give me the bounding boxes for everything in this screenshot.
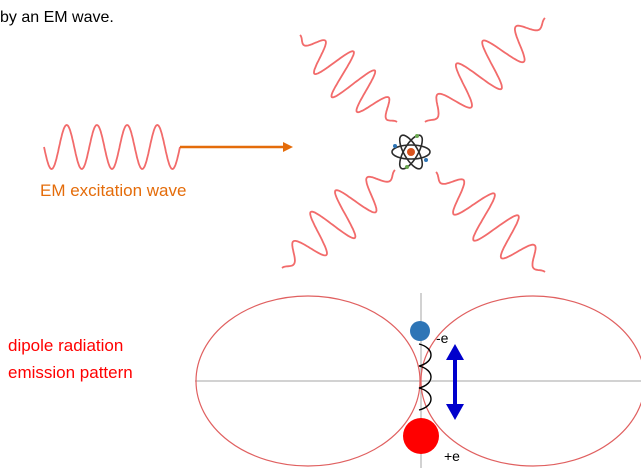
positive-charge-label: +e xyxy=(444,448,460,464)
spring xyxy=(418,343,432,411)
emitted-wave-upper-right xyxy=(424,17,546,123)
atom-icon xyxy=(391,134,431,170)
emitted-wave-upper-left xyxy=(299,34,398,123)
negative-charge xyxy=(410,321,430,341)
emission-lobe-left xyxy=(195,295,421,467)
excitation-label: EM excitation wave xyxy=(40,181,186,200)
excitation-wave xyxy=(43,124,181,170)
emission-lobe-right xyxy=(420,295,641,467)
positive-charge xyxy=(403,418,439,454)
dipole-oscillation-arrow xyxy=(446,344,464,420)
top-caption: by an EM wave. xyxy=(0,9,114,26)
emitted-wave-lower-left xyxy=(281,169,396,269)
negative-charge-label: -e xyxy=(436,330,449,346)
emitted-wave-lower-right xyxy=(435,171,546,273)
pattern-label-line2: emission pattern xyxy=(8,363,133,382)
pattern-label-line1: dipole radiation xyxy=(8,336,123,355)
